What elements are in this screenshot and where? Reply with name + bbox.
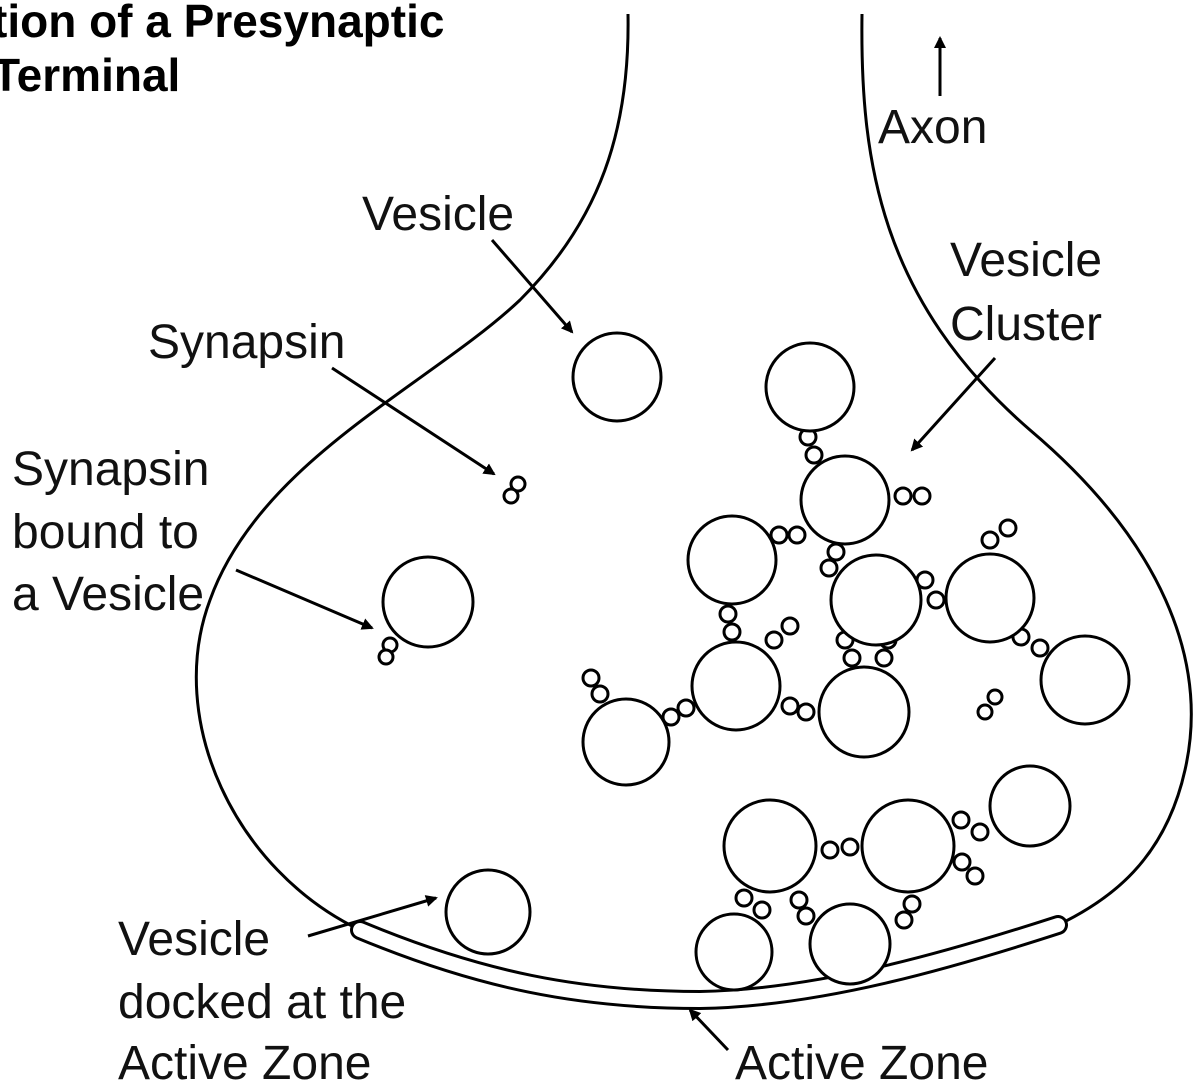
bound-arrow xyxy=(236,570,372,628)
label-docked-line-1: Vesicle xyxy=(118,913,270,966)
vesicle xyxy=(573,333,661,421)
terminal-membrane xyxy=(196,14,628,932)
label-vesicle: Vesicle xyxy=(362,188,514,241)
vesicle-docked xyxy=(446,870,530,954)
vesicle-cluster xyxy=(583,343,1129,990)
label-active-zone: Active Zone xyxy=(735,1037,988,1084)
label-bound-line-3: a Vesicle xyxy=(12,568,204,621)
label-axon: Axon xyxy=(878,101,987,154)
vesicle-bound xyxy=(383,557,473,647)
active-zone-arrow xyxy=(690,1010,728,1050)
synapsin-on-vesicle xyxy=(379,650,393,664)
label-vesicle-cluster-line-2: Cluster xyxy=(950,298,1102,351)
label-docked-line-3: Active Zone xyxy=(118,1037,371,1084)
cluster-arrow xyxy=(912,358,995,450)
label-bound-line-1: Synapsin xyxy=(12,443,209,496)
label-synapsin: Synapsin xyxy=(148,316,345,369)
free-synapsin xyxy=(978,705,992,719)
free-synapsin xyxy=(988,690,1002,704)
label-bound-line-2: bound to xyxy=(12,506,199,559)
free-synapsin xyxy=(504,489,518,503)
label-vesicle-cluster-line-1: Vesicle xyxy=(950,234,1102,287)
label-docked-line-2: docked at the xyxy=(118,976,406,1029)
